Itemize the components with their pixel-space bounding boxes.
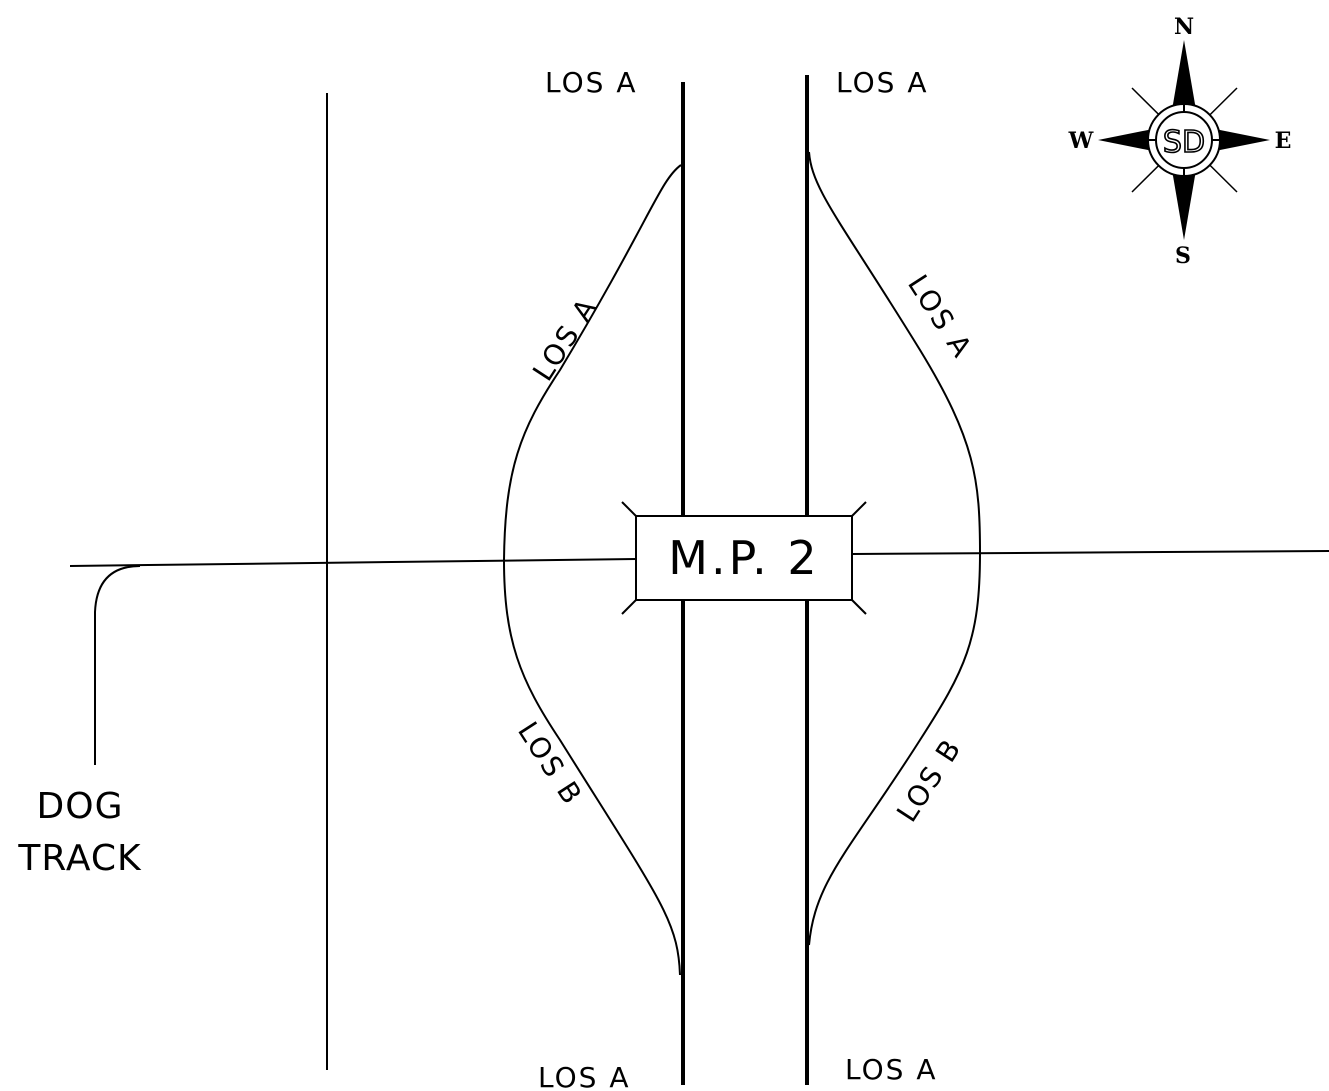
ramp-ne-label: LOS A (901, 269, 979, 365)
milepost-tick-sw (621, 599, 637, 615)
compass-label-e: E (1275, 128, 1292, 154)
compass-label-n: N (1174, 14, 1194, 40)
ramp-sw (503, 559, 681, 976)
compass-arrow-east (1210, 128, 1270, 152)
dog-track-label-line1: DOG (37, 786, 124, 827)
ramp-nw-label: LOS A (526, 291, 604, 387)
milepost-tick-se (851, 599, 867, 615)
compass-label-s: S (1175, 243, 1191, 269)
compass-rose: SD N S E W (1068, 14, 1292, 269)
compass-label-w: W (1068, 128, 1094, 154)
mainline-left-south-label: LOS A (538, 1061, 630, 1091)
milepost-label: M.P. 2 (668, 531, 819, 585)
cross-street-east (851, 550, 1329, 555)
milepost-tick-ne (851, 501, 867, 517)
dog-track-road (94, 565, 141, 765)
cross-street-west (69, 558, 637, 567)
ramp-ne (808, 151, 981, 554)
mainline-right-north-label: LOS A (836, 66, 928, 99)
compass-monogram: SD (1163, 125, 1205, 160)
ramp-sw-label: LOS B (511, 716, 589, 812)
ramp-se (808, 552, 981, 946)
ramp-nw (503, 164, 682, 561)
dog-track-label-line2: TRACK (17, 838, 142, 879)
ramp-se-label: LOS B (890, 732, 968, 828)
mainline-right-south-label: LOS A (845, 1053, 937, 1086)
compass-arrow-west (1098, 128, 1158, 152)
mainline-left-north-label: LOS A (545, 66, 637, 99)
milepost-tick-nw (621, 501, 637, 517)
compass-arrow-north (1172, 40, 1196, 110)
milepost-box (635, 515, 853, 601)
milepost-marker: M.P. 2 (621, 501, 867, 615)
compass-arrow-south (1172, 170, 1196, 240)
